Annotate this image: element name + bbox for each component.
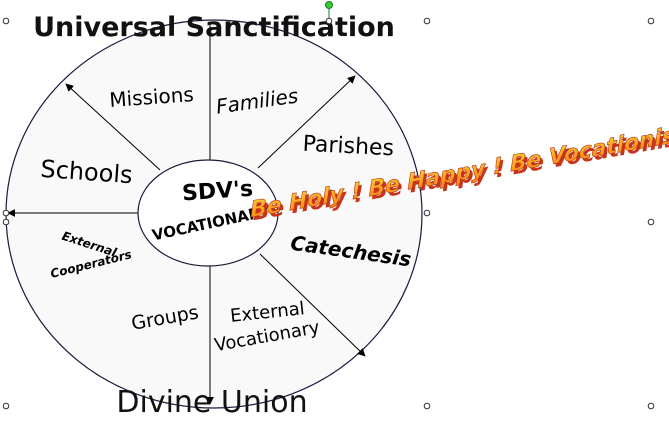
- segment-schools: Schools: [40, 155, 134, 189]
- handle-mid-right[interactable]: [647, 218, 655, 226]
- handle-top-mid-wordart[interactable]: [325, 17, 333, 25]
- title-divine-union: Divine Union: [116, 385, 307, 420]
- handle-mid-left-1[interactable]: [2, 209, 10, 217]
- handle-top-right-slogan[interactable]: [647, 17, 655, 25]
- selection-handles[interactable]: [2, 1, 655, 410]
- handle-top-right-wordart[interactable]: [423, 17, 431, 25]
- handle-mid-center[interactable]: [423, 209, 431, 217]
- handle-bottom-mid[interactable]: [423, 402, 431, 410]
- segment-missions: Missions: [109, 82, 195, 112]
- handle-bottom-right[interactable]: [647, 402, 655, 410]
- center-title-line1: SDV's: [181, 177, 254, 207]
- spoke-lower-right: [259, 253, 366, 357]
- title-universal-sanctification: Universal Sanctification: [33, 12, 395, 43]
- handle-mid-left-2[interactable]: [2, 218, 10, 226]
- spoke-upper-right: [257, 75, 356, 169]
- center-hub: SDV's VOCATIONARY: [137, 159, 279, 267]
- wheel-spokes: [7, 22, 366, 405]
- handle-top-left-wordart[interactable]: [2, 17, 10, 25]
- spoke-upper-left: [65, 83, 161, 171]
- segment-parishes: Parishes: [302, 132, 395, 162]
- handle-bottom-left[interactable]: [2, 402, 10, 410]
- rotate-handle[interactable]: [325, 1, 333, 9]
